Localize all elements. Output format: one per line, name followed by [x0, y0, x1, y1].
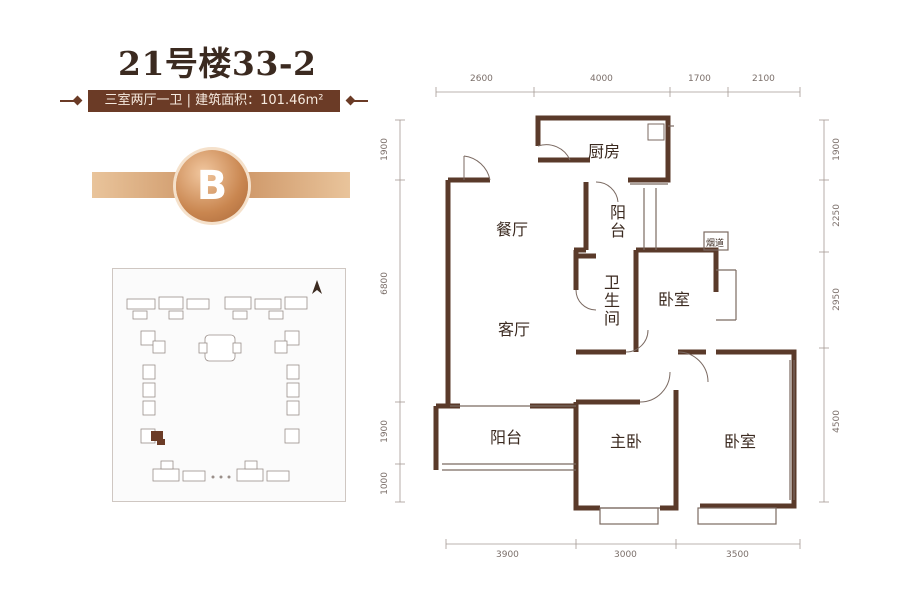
dim-right-4: 4500: [832, 410, 842, 433]
bedroom-2-label: 卧室: [724, 432, 757, 451]
site-bottom-buildings: [152, 460, 290, 482]
large-balcony-label: 阳台: [490, 428, 523, 447]
site-dots: [211, 475, 231, 479]
building-unit-title: 21号楼33-2: [118, 44, 317, 83]
kitchen-label: 厨房: [588, 142, 621, 161]
dim-top-4: 2100: [752, 74, 775, 84]
dim-top-1: 2600: [470, 74, 493, 84]
flue-label: 烟道: [706, 239, 725, 249]
living-label: 客厅: [498, 320, 531, 339]
unit-type-badge: B: [176, 150, 248, 222]
floor-plan: 厨房 餐厅 客厅 阳台 卫生间 卧室 主卧 卧室 阳台 烟道 2600 4000…: [370, 60, 870, 580]
windows: [442, 125, 795, 525]
unit-subtitle: 三室两厅一卫 | 建筑面积：101.46m²: [88, 90, 340, 112]
door-swings: [463, 144, 709, 403]
site-plan-drawing: [126, 280, 322, 482]
site-highlighted-building: [151, 431, 165, 445]
small-balcony-label: 阳台: [607, 204, 626, 240]
subtitle-diamond-left: [72, 95, 83, 106]
dim-right-1: 1900: [832, 138, 842, 161]
site-right-buildings: [274, 330, 300, 444]
site-center-building: [198, 334, 242, 362]
dimension-lines: [395, 87, 829, 549]
dim-bottom-2: 3000: [614, 550, 637, 560]
dim-left-4: 1000: [380, 472, 390, 495]
kitchen-counter: [647, 123, 665, 141]
site-left-buildings: [140, 330, 166, 444]
master-bedroom-label: 主卧: [610, 432, 643, 451]
bedroom-1-label: 卧室: [658, 290, 691, 309]
dining-label: 餐厅: [496, 220, 529, 239]
dim-left-1: 1900: [380, 138, 390, 161]
subtitle-bar: 三室两厅一卫 | 建筑面积：101.46m²: [60, 90, 368, 112]
dim-top-2: 4000: [590, 74, 613, 84]
dim-left-3: 1900: [380, 420, 390, 443]
subtitle-rule-right: [354, 100, 368, 102]
dim-left-2: 6800: [380, 272, 390, 295]
bathroom-label: 卫生间: [601, 274, 620, 328]
dim-top-3: 1700: [688, 74, 711, 84]
subtitle-rule-left: [60, 100, 74, 102]
dim-bottom-1: 3900: [496, 550, 519, 560]
north-arrow-icon: [312, 280, 322, 294]
site-plan: [112, 268, 346, 502]
floor-plan-drawing: [395, 87, 829, 549]
dim-right-2: 2250: [832, 204, 842, 227]
site-top-buildings: [126, 296, 308, 320]
dim-bottom-3: 3500: [726, 550, 749, 560]
dim-right-3: 2950: [832, 288, 842, 311]
